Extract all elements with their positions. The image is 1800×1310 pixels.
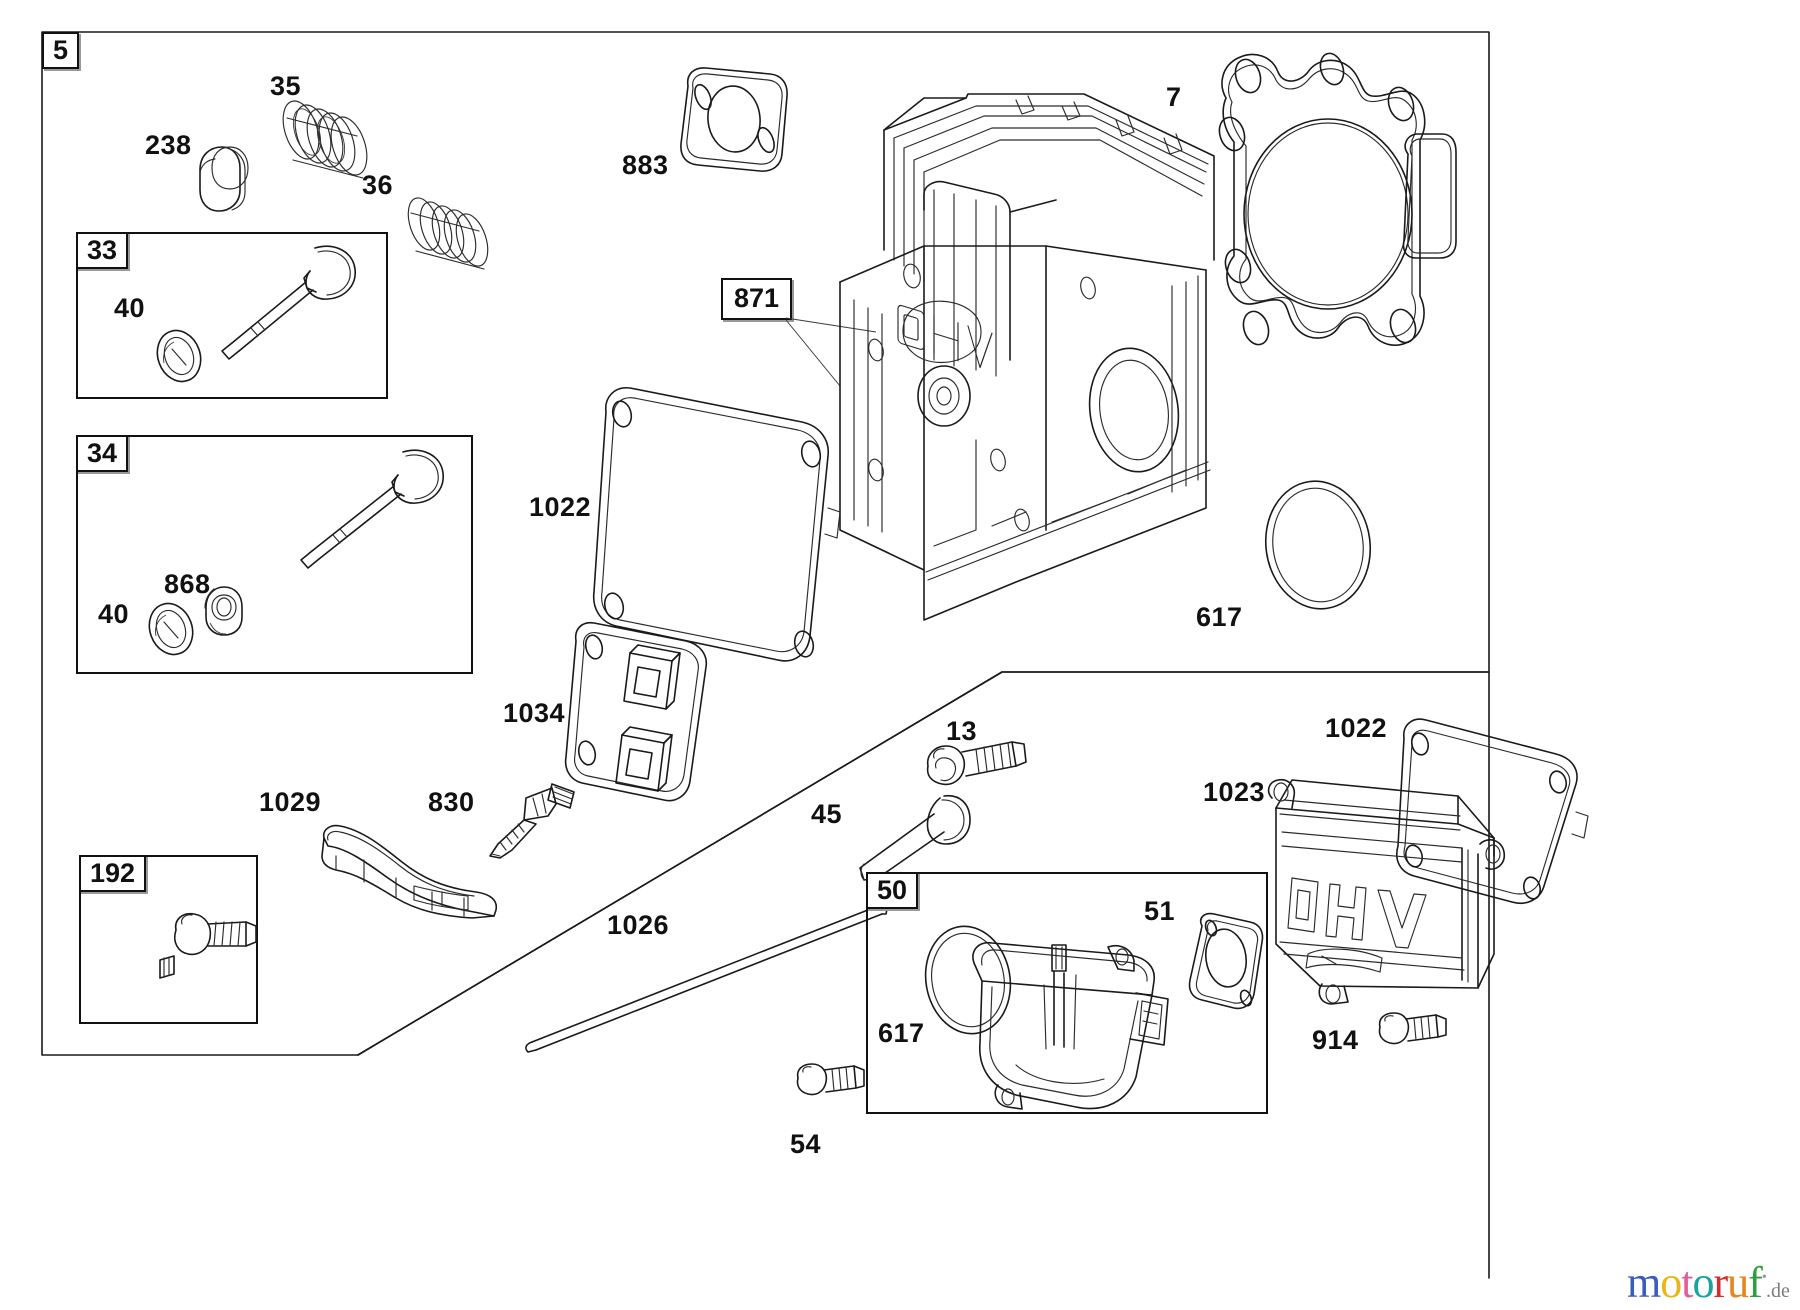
- part-54-screw-drawing: [792, 1058, 872, 1133]
- sub-assembly-50-box: [866, 872, 1268, 1114]
- part-1034-breather-plate-drawing: [556, 613, 726, 818]
- watermark-letter-m: m: [1627, 1258, 1661, 1307]
- part-192-stud-drawing: [158, 900, 268, 990]
- part-35-spring-drawing: [273, 90, 383, 200]
- part-40-seal-drawing-a: [148, 325, 210, 387]
- callout-1029: 1029: [259, 787, 322, 817]
- part-238-drawing: [188, 135, 268, 215]
- callout-1022-bottom: 1022: [1325, 713, 1388, 743]
- part-1023-rocker-cover-drawing: [1262, 758, 1522, 1008]
- watermark-letter-f: f: [1748, 1258, 1763, 1307]
- callout-1022-top: 1022: [529, 492, 592, 522]
- part-914-bolt-drawing: [1374, 1005, 1454, 1080]
- cylinder-head-drawing: [816, 60, 1246, 640]
- part-1029-rocker-arm-drawing: [318, 812, 508, 922]
- watermark-letter-r: r: [1713, 1258, 1728, 1307]
- part-33-intake-valve-drawing: [198, 238, 378, 368]
- callout-914: 914: [1312, 1025, 1359, 1055]
- part-7-head-gasket-drawing: [1196, 36, 1461, 391]
- callout-40-a: 40: [114, 293, 146, 323]
- callout-871-leaders: [786, 317, 877, 387]
- callout-7: 7: [1166, 82, 1182, 112]
- part-13-flange-bolt-drawing: [920, 732, 1040, 802]
- watermark-dot: •: [1761, 1269, 1767, 1286]
- callout-868: 868: [164, 569, 211, 599]
- callout-617-right: 617: [1196, 602, 1243, 632]
- part-883-gasket-drawing: [672, 62, 802, 187]
- callout-238: 238: [145, 130, 192, 160]
- sub-assembly-50-tag: 50: [866, 872, 919, 910]
- watermark-letter-t: t: [1681, 1258, 1693, 1307]
- part-830-spark-plug-drawing: [478, 776, 588, 866]
- part-617-oring-right-drawing: [1258, 475, 1378, 615]
- sub-assembly-192-tag: 192: [79, 855, 147, 893]
- part-36-spring-drawing: [398, 186, 503, 286]
- part-868-guide-drawing: [190, 575, 260, 645]
- callout-36: 36: [362, 170, 394, 200]
- part-34-exhaust-valve-drawing: [280, 443, 470, 578]
- sub-assembly-34-box: [76, 435, 473, 674]
- part-617-oring-intake-drawing: [918, 920, 1018, 1040]
- watermark-suffix: .de: [1766, 1280, 1790, 1302]
- plate-tag-5: 5: [42, 32, 80, 70]
- sub-assembly-34-tag: 34: [76, 435, 129, 473]
- callout-883: 883: [622, 150, 669, 180]
- sub-assembly-33-tag: 33: [76, 232, 129, 270]
- part-40-seal-drawing-b: [140, 598, 202, 660]
- part-1022-gasket-bottom-drawing: [1394, 708, 1594, 908]
- callout-45: 45: [811, 799, 843, 829]
- watermark-letter-o2: o: [1692, 1258, 1714, 1307]
- callout-1023: 1023: [1203, 777, 1266, 807]
- callout-13: 13: [946, 716, 978, 746]
- callout-1026: 1026: [607, 910, 670, 940]
- callout-871-box: 871: [721, 278, 793, 320]
- watermark-letter-u: u: [1727, 1258, 1749, 1307]
- callout-35: 35: [270, 71, 302, 101]
- part-1022-gasket-top-drawing: [592, 368, 852, 683]
- motoruf-watermark: motoruf•.de: [1627, 1261, 1790, 1305]
- callout-830: 830: [428, 787, 475, 817]
- callout-54: 54: [790, 1129, 822, 1159]
- sub-assembly-33-box: [76, 232, 388, 399]
- callout-617-intake: 617: [878, 1018, 925, 1048]
- callout-51: 51: [1144, 896, 1176, 926]
- part-51-gasket-drawing: [1184, 910, 1274, 1020]
- part-50-intake-manifold-drawing: [958, 925, 1188, 1115]
- watermark-letter-o1: o: [1660, 1258, 1682, 1307]
- part-1026-pushrod-drawing: [510, 900, 890, 1055]
- sub-assembly-192-box: [79, 855, 258, 1024]
- callout-40-b: 40: [98, 599, 130, 629]
- callout-1034: 1034: [503, 698, 566, 728]
